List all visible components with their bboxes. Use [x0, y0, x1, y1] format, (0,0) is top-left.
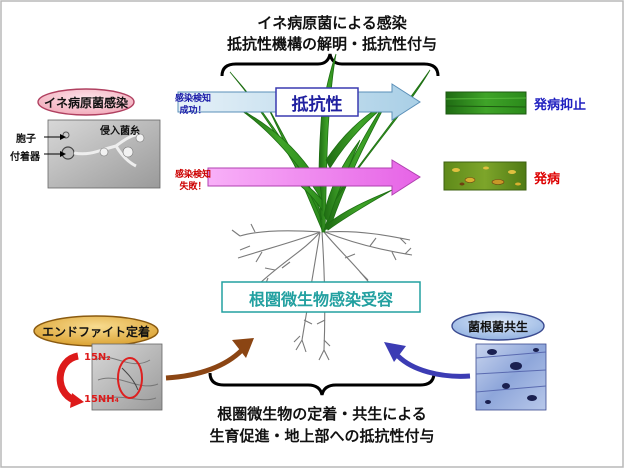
resistance-box: [275, 87, 359, 117]
mycorrhiza-badge-label: 菌根菌共生: [467, 320, 528, 334]
suppression-label: 発病抑止: [534, 98, 587, 113]
top-brace: [220, 53, 440, 77]
appressorium-label: 付着器: [10, 152, 40, 163]
rhizosphere-label: 根圏微生物感染受容: [248, 290, 393, 309]
top-title-line1: イネ病原菌による感染: [257, 14, 407, 32]
rice-plant: [229, 53, 431, 233]
hypha-label: 侵入菌糸: [100, 126, 140, 137]
resistance-label: 抵抗性: [291, 95, 343, 115]
fail-arrow: [207, 159, 421, 196]
fungus-micrograph: [44, 119, 161, 189]
infection-badge: [37, 88, 135, 116]
spore-label: 胞子: [16, 134, 36, 145]
endophyte-arrow: [232, 338, 254, 358]
nitrogen-cycle-arrow: [70, 393, 84, 408]
top-title-line2: 抵抗性機構の解明・抵抗性付与: [226, 35, 437, 53]
detect-success-line1: 感染検知: [174, 94, 211, 104]
detect-success-line2: 成功！: [179, 106, 207, 116]
bottom-text-line2: 生育促進・地上部への抵抗性付与: [209, 427, 435, 445]
mycorrhiza-micrograph: [475, 343, 547, 411]
n15-label: 15N₂: [84, 352, 111, 363]
nh4-label: 15NH₄: [84, 394, 120, 405]
detect-fail-line1: 感染検知: [174, 170, 211, 180]
endophyte-micrograph: [91, 343, 163, 411]
bottom-text-line1: 根圏微生物の定着・共生による: [217, 405, 427, 423]
mycorrhiza-arrow: [384, 342, 406, 362]
diseased-leaf-image: [443, 161, 527, 191]
disease-label: 発病: [534, 172, 561, 187]
infection-badge-label: イネ病原菌感染: [43, 96, 128, 110]
bottom-brace: [208, 372, 436, 396]
detect-fail-line2: 失敗！: [179, 182, 207, 192]
endophyte-badge-label: エンドファイト定着: [41, 325, 150, 339]
mycorrhiza-badge: [451, 311, 545, 341]
healthy-leaf-image: [445, 91, 527, 115]
rhizosphere-box: [221, 281, 421, 313]
